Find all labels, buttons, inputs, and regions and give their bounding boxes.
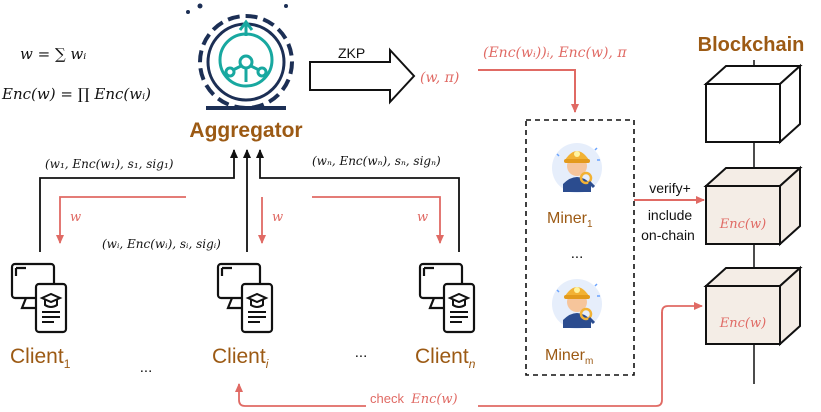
zkp-output: (w, π) bbox=[420, 70, 459, 86]
verify-label-line1: verify+ bbox=[649, 180, 691, 196]
broadcast-arrow bbox=[478, 69, 579, 113]
block-2-label: Enc(w) bbox=[719, 217, 766, 232]
download-label-client-i: w bbox=[272, 210, 283, 225]
miner-m-label: Minerm bbox=[545, 347, 593, 367]
upload-label-client-i: (wᵢ, Enc(wᵢ), sᵢ, sigᵢ) bbox=[102, 237, 221, 251]
verify-label-line2: include bbox=[648, 207, 693, 223]
aggregator-title: Aggregator bbox=[189, 119, 302, 142]
download-arrow-client-n bbox=[312, 196, 444, 244]
download-label-client-n: w bbox=[417, 210, 428, 225]
client-1-icon bbox=[10, 262, 68, 334]
miner-1-label: Miner1 bbox=[547, 210, 593, 230]
formula-enc-product: Enc(w) = ∏ Enc(wᵢ) bbox=[1, 85, 151, 103]
upload-arrow-client-1 bbox=[39, 149, 238, 252]
block-3-label: Enc(w) bbox=[719, 316, 766, 331]
miner-m-icon bbox=[550, 277, 604, 331]
blockchain-title: Blockchain bbox=[698, 34, 805, 56]
upload-label-client-n: (wₙ, Enc(wₙ), sₙ, sigₙ) bbox=[312, 154, 441, 168]
verify-label-line3: on-chain bbox=[641, 227, 695, 243]
miner-1-icon bbox=[550, 141, 604, 195]
client-1-label: Client1 bbox=[10, 345, 71, 371]
download-arrow-client-1 bbox=[56, 196, 186, 244]
zkp-broadcast: (Enc(wᵢ))ᵢ, Enc(w), π bbox=[483, 45, 627, 61]
client-n-icon bbox=[418, 262, 476, 334]
formula-w-sum: w = ∑ wᵢ bbox=[20, 45, 86, 63]
gear-network-icon bbox=[186, 3, 294, 110]
client-n-label: Clientn bbox=[415, 345, 476, 371]
download-label-client-1: w bbox=[70, 210, 81, 225]
miner-ellipsis: ... bbox=[571, 245, 584, 262]
upload-label-client-1: (w₁, Enc(w₁), s₁, sig₁) bbox=[45, 157, 174, 171]
client-ellipsis-1: ... bbox=[140, 359, 153, 376]
miner-pool bbox=[525, 119, 635, 376]
zkp-arrow bbox=[309, 47, 416, 105]
client-i-icon bbox=[216, 262, 274, 334]
upload-arrow-client-n bbox=[256, 149, 460, 252]
zkp-label: ZKP bbox=[338, 45, 365, 61]
client-ellipsis-2: ... bbox=[355, 344, 368, 361]
check-label: check Enc(w) bbox=[370, 391, 458, 407]
block-3 bbox=[703, 265, 803, 347]
check-arrow-to-chain bbox=[661, 302, 703, 330]
block-2 bbox=[703, 165, 803, 247]
block-1 bbox=[703, 63, 803, 145]
client-i-label: Clienti bbox=[212, 345, 269, 371]
